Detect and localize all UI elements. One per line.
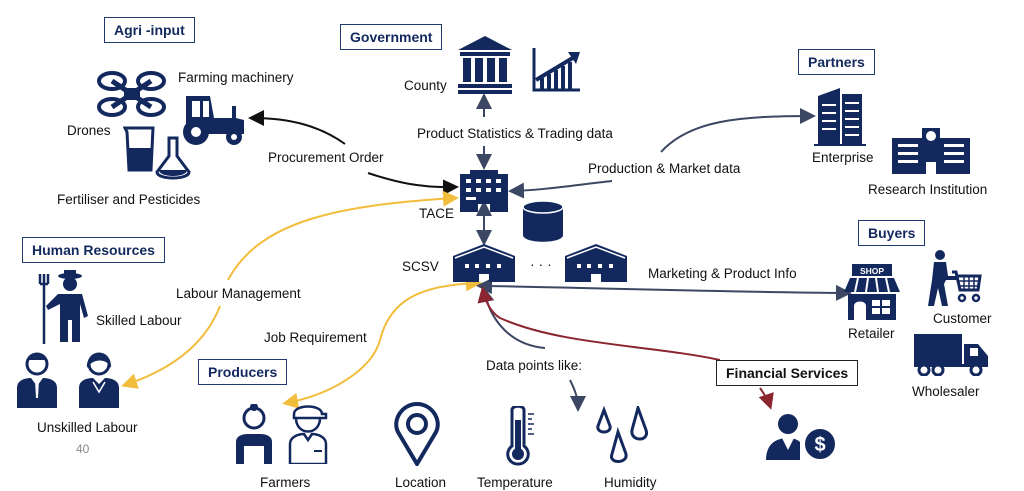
label-scsv: SCSV xyxy=(402,259,439,274)
scsv-warehouse-icon-2 xyxy=(565,244,627,282)
group-producers: Producers xyxy=(198,359,288,385)
label-farmers: Farmers xyxy=(260,475,311,490)
label-county: County xyxy=(404,78,447,93)
group-financial-services: Financial Services xyxy=(716,360,859,386)
edge-label-labour-management: Labour Management xyxy=(176,286,301,301)
arrow-marketing-product xyxy=(476,278,852,301)
edge-label-procurement-order: Procurement Order xyxy=(268,150,384,165)
group-agri-input: Agri -input xyxy=(104,17,195,43)
thermometer-icon xyxy=(506,406,534,466)
edge-label-product-statistics: Product Statistics & Trading data xyxy=(417,126,613,141)
arrow-job-to-scsv xyxy=(379,275,482,341)
unskilled-labour-icon xyxy=(17,352,119,408)
financial-advisor-dollar-icon: $ xyxy=(766,414,837,461)
enterprise-building-icon xyxy=(814,88,866,146)
label-location: Location xyxy=(395,475,447,490)
arrow-datapoints-to-scsv xyxy=(478,286,546,349)
label-drones: Drones xyxy=(67,123,111,138)
label-wholesaler: Wholesaler xyxy=(912,384,980,399)
more-scsv-ellipsis: · · · xyxy=(530,256,552,272)
farmers-icon xyxy=(236,404,328,464)
label-unskilled-labour: Unskilled Labour xyxy=(37,420,138,435)
edge-label-marketing-product: Marketing & Product Info xyxy=(648,266,797,281)
customer-cart-icon xyxy=(928,250,982,306)
label-customer: Customer xyxy=(933,311,992,326)
label-fertiliser: Fertiliser and Pesticides xyxy=(57,192,201,207)
label-farming-machinery: Farming machinery xyxy=(178,70,294,85)
edge-label-data-points: Data points like: xyxy=(486,358,583,373)
label-research-institution: Research Institution xyxy=(868,182,988,197)
database-icon xyxy=(522,200,564,242)
group-human-resources: Human Resources xyxy=(22,237,165,263)
arrow-financial-to-scsv xyxy=(477,286,721,361)
group-buyers: Buyers xyxy=(858,220,926,246)
research-institution-icon xyxy=(892,128,970,174)
wholesaler-truck-icon xyxy=(914,334,988,376)
label-retailer: Retailer xyxy=(848,326,895,341)
arrow-labour-to-tace xyxy=(227,190,459,281)
arrow-job-to-farmers xyxy=(282,339,381,409)
retailer-shop-icon: SHOP xyxy=(844,264,900,320)
county-building-icon xyxy=(458,36,512,94)
edge-label-production-market: Production & Market data xyxy=(588,161,741,176)
label-temperature: Temperature xyxy=(477,475,553,490)
arrow-financial-down xyxy=(758,387,774,410)
label-tace: TACE xyxy=(419,206,455,221)
shop-sign-text: SHOP xyxy=(860,266,884,276)
label-skilled-labour: Skilled Labour xyxy=(96,313,182,328)
svg-text:$: $ xyxy=(814,434,825,456)
skilled-labour-farmer-icon xyxy=(38,270,88,344)
page-number: 40 xyxy=(76,442,90,456)
arrow-procurement-order-to-tace xyxy=(367,172,459,196)
arrow-labour-to-unskilled xyxy=(121,305,221,389)
arrow-datapoints-down xyxy=(569,379,586,412)
scsv-warehouse-icon xyxy=(453,244,515,282)
drone-icon xyxy=(97,71,166,117)
beaker-flask-icon xyxy=(123,126,191,180)
arrow-procurement-order-to-agri xyxy=(248,110,346,145)
edge-label-job-requirement: Job Requirement xyxy=(264,330,367,345)
arrow-to-enterprise xyxy=(660,108,816,153)
location-pin-icon xyxy=(394,402,440,466)
trend-chart-icon xyxy=(532,48,580,92)
label-humidity: Humidity xyxy=(604,475,657,490)
group-government: Government xyxy=(340,24,443,50)
group-partners: Partners xyxy=(798,49,875,75)
tace-office-icon xyxy=(460,170,508,212)
tractor-icon xyxy=(183,96,244,145)
humidity-drops-icon xyxy=(596,406,648,463)
arrow-market-to-tace xyxy=(508,180,613,199)
label-enterprise: Enterprise xyxy=(812,150,874,165)
